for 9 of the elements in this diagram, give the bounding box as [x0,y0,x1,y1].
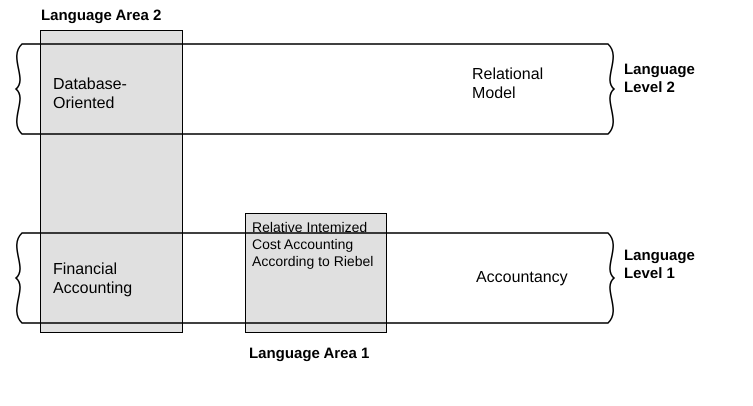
node-label: Accountancy [476,268,569,288]
level-label: Language Level 1 [624,247,696,283]
area-heading: Language Area 1 [249,345,370,363]
node-label: Financial Accounting [53,260,134,298]
node-label: Relative Intemized Cost Accounting According to Riebel [252,219,374,270]
node-label: Database-Oriented [53,75,128,114]
area-heading: Language Area 2 [41,7,162,25]
node-label: Relational Model [472,65,544,104]
level-label: Language Level 2 [624,61,696,97]
